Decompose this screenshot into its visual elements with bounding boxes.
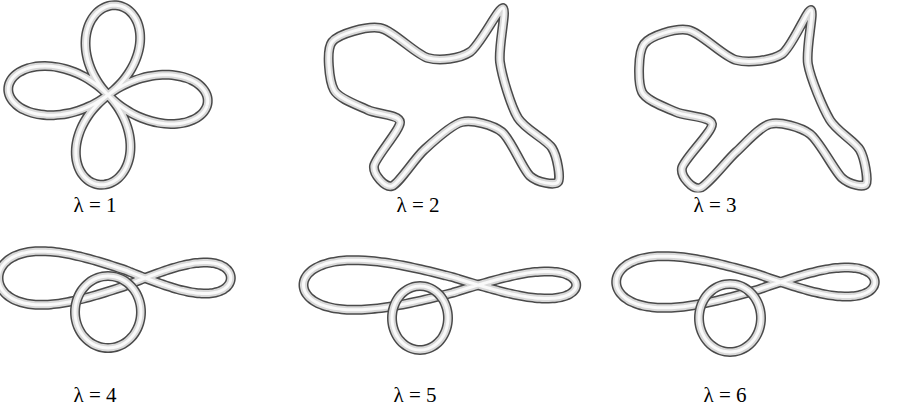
tube-highlight [616, 256, 875, 308]
tube-body [639, 10, 867, 188]
tube-outline [616, 256, 875, 308]
tube-highlight [392, 286, 448, 350]
tube-highlight [639, 10, 867, 188]
parameter-label: λ = 1 [71, 193, 118, 218]
tube-body [329, 8, 559, 186]
tube-body [75, 276, 141, 348]
rod-tube [329, 8, 559, 186]
tube-outline [639, 10, 867, 188]
tube-highlight [699, 284, 761, 352]
rod-tube [392, 286, 448, 350]
tube-body [8, 5, 207, 185]
rod-tube [699, 284, 761, 352]
tube-outline [75, 276, 141, 348]
rod-tube [639, 10, 867, 188]
tube-outline [8, 5, 207, 185]
tube-outline [329, 8, 559, 186]
tube-outline [392, 286, 448, 350]
rod-tube [616, 256, 875, 308]
parameter-label: λ = 5 [391, 383, 438, 408]
tube-highlight [75, 276, 141, 348]
rod-tube [8, 5, 207, 185]
parameter-label: λ = 2 [394, 193, 441, 218]
tube-body [699, 284, 761, 352]
rod-tube [75, 276, 141, 348]
tube-highlight [8, 5, 207, 185]
parameter-label: λ = 4 [71, 383, 118, 408]
tube-body [616, 256, 875, 308]
tube-outline [699, 284, 761, 352]
tube-body [392, 286, 448, 350]
tube-highlight [329, 8, 559, 186]
parameter-label: λ = 6 [701, 383, 748, 408]
parameter-label: λ = 3 [691, 193, 738, 218]
